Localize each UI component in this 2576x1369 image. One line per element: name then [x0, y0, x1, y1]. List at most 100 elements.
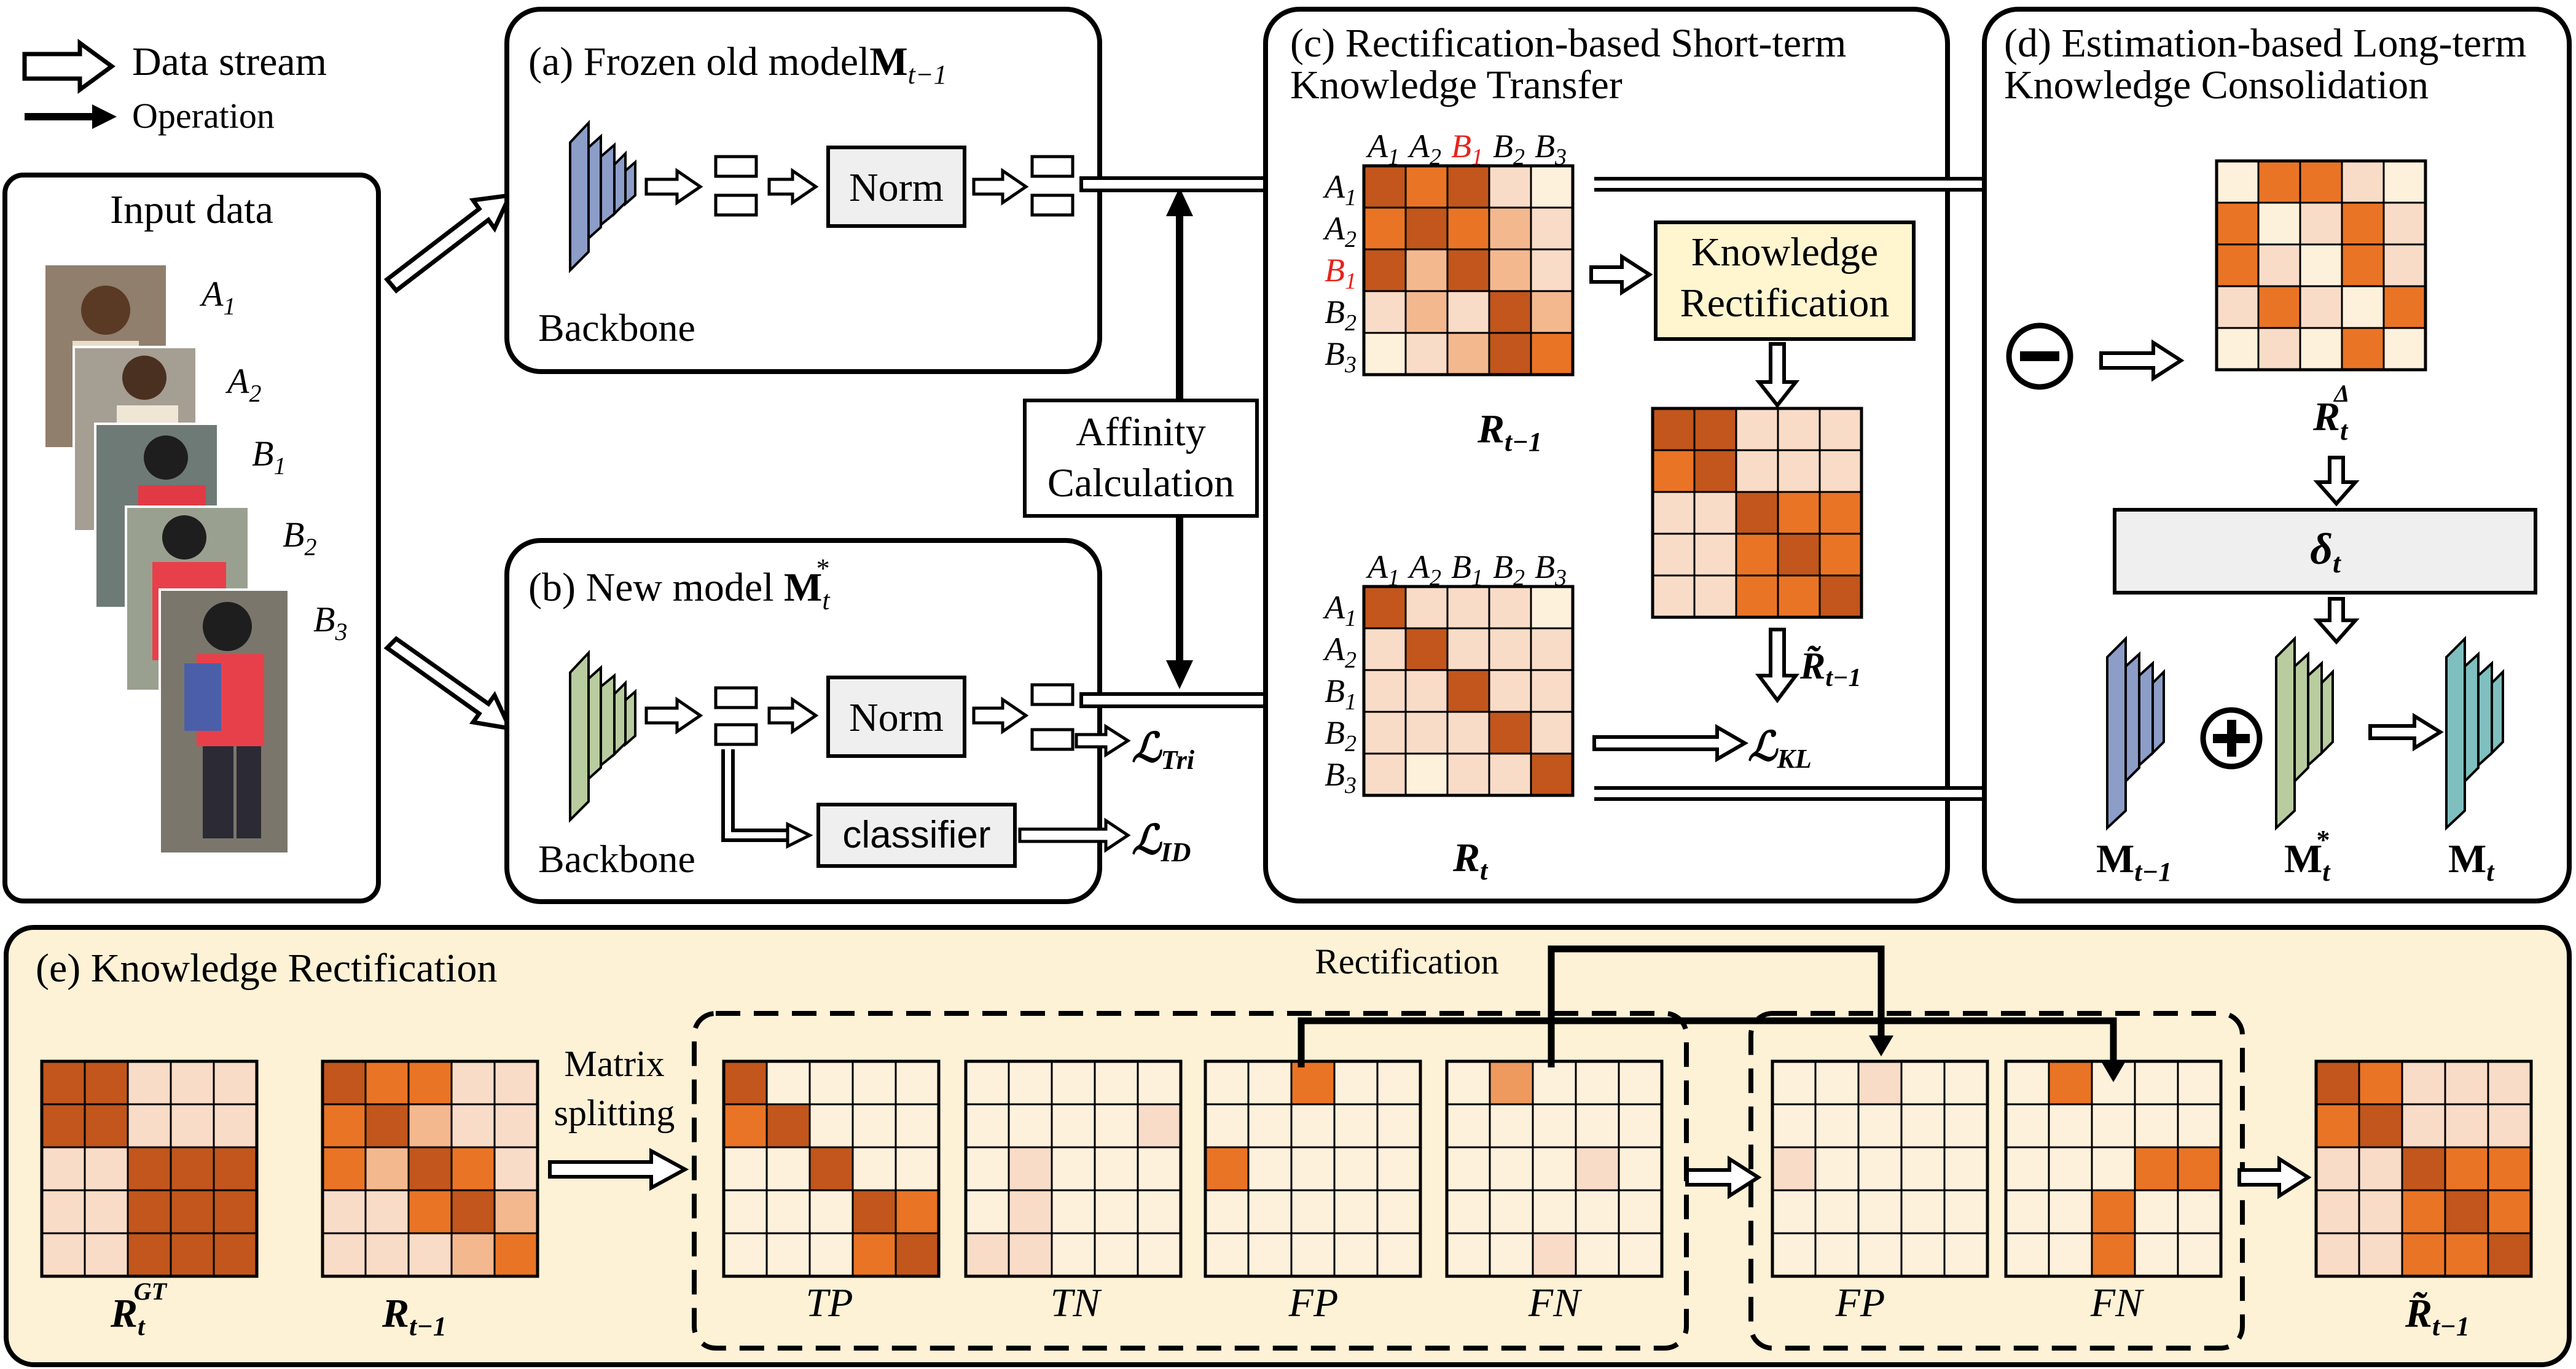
- matrix-cell: [84, 1189, 129, 1234]
- matrix-cell: [1771, 1189, 1817, 1234]
- matrix-cell: [1857, 1189, 1903, 1234]
- matrix-cell: [1008, 1232, 1053, 1277]
- matrix-column-label: B2: [1493, 548, 1525, 591]
- panel-c-title-line2: Knowledge Transfer: [1290, 63, 1623, 107]
- matrix-cell: [1488, 165, 1532, 209]
- matrix-cell: [1575, 1103, 1620, 1149]
- m-prev-label: Mt−1: [2096, 837, 2172, 887]
- matrix-cell: [765, 1232, 811, 1277]
- matrix-cell: [808, 1060, 854, 1106]
- matrix-frame: [2215, 159, 2427, 372]
- stream-arrow-classifier: [786, 821, 813, 849]
- matrix-cell: [1530, 627, 1574, 671]
- matrix-cell: [41, 1232, 86, 1277]
- matrix-cell: [1247, 1103, 1293, 1149]
- matrix-column-label: B3: [1535, 548, 1567, 591]
- matrix-cell: [1446, 1232, 1491, 1277]
- matrix-cell: [1247, 1232, 1293, 1277]
- stream-arrow-a1: [644, 168, 703, 206]
- matrix-row-label: A1: [1323, 168, 1357, 211]
- matrix-cell: [84, 1146, 129, 1192]
- matrix-cell: [407, 1189, 453, 1234]
- matrix-cell: [1530, 332, 1574, 376]
- matrix-row-label: B1: [1325, 673, 1357, 715]
- matrix-cell: [1290, 1189, 1336, 1234]
- matrix-cell: [765, 1060, 811, 1106]
- matrix-cell: [1777, 491, 1821, 535]
- matrix-cell: [1575, 1060, 1620, 1106]
- matrix-cell: [1051, 1060, 1096, 1106]
- matrix-cell: [1532, 1060, 1577, 1106]
- matrix-frame: [1204, 1059, 1422, 1278]
- matrix-cell: [1489, 1060, 1534, 1106]
- matrix-cell: [1051, 1146, 1096, 1192]
- stream-arrow-to-rectified: [1685, 1155, 1762, 1199]
- matrix-cell: [1488, 669, 1532, 713]
- matrix-cell: [1814, 1103, 1860, 1149]
- classifier-box: [816, 803, 1017, 868]
- matrix-column-label: B3: [1535, 128, 1567, 170]
- matrix-cell: [1204, 1189, 1250, 1234]
- affinity-line1: Affinity: [1076, 410, 1205, 454]
- matrix-cell: [2487, 1146, 2532, 1192]
- knowledge-rectification-box[interactable]: [1654, 220, 1916, 341]
- backbone-merged-icon: [2445, 636, 2504, 831]
- matrix-cell: [1693, 491, 1737, 535]
- matrix-cell: [2257, 285, 2301, 329]
- matrix-cell: [2257, 201, 2301, 246]
- matrix-r-tilde-output: [2314, 1059, 2533, 1278]
- matrix-cell: [2134, 1103, 2179, 1149]
- matrix-cell: [407, 1060, 453, 1106]
- matrix-cell: [1204, 1060, 1250, 1106]
- panel-e-title: (e) Knowledge Rectification: [36, 946, 497, 991]
- matrix-cell: [1488, 248, 1532, 292]
- matrix-cell: [1290, 1232, 1336, 1277]
- matrix-cell: [765, 1146, 811, 1192]
- e-prev-label: Rt−1: [382, 1291, 447, 1341]
- matrix-cell: [1446, 290, 1490, 334]
- matrix-cell: [1488, 290, 1532, 334]
- backbone-prev-icon: [2106, 636, 2165, 831]
- matrix-cell: [1446, 332, 1490, 376]
- matrix-column-label: A1: [1366, 128, 1400, 170]
- matrix-cell: [1814, 1232, 1860, 1277]
- matrix-cell: [1857, 1103, 1903, 1149]
- matrix-cell: [2048, 1146, 2093, 1192]
- matrix-cell: [2487, 1103, 2532, 1149]
- matrix-cell: [2005, 1189, 2050, 1234]
- norm-box-a: [826, 146, 966, 228]
- matrix-cell: [213, 1232, 258, 1277]
- matrix-cell: [1008, 1060, 1053, 1106]
- matrix-cell: [1818, 407, 1863, 451]
- matrix-cell: [965, 1189, 1010, 1234]
- matrix-cell: [2444, 1060, 2489, 1106]
- matrix-cell: [1446, 1189, 1491, 1234]
- m-new-label: Mt*: [2284, 825, 2331, 887]
- matrix-cell: [2315, 1103, 2360, 1149]
- stream-arrow-b2: [767, 696, 819, 735]
- matrix-cell: [1488, 752, 1532, 797]
- matrix-cell: [1693, 532, 1737, 577]
- tp-label: TP: [805, 1281, 853, 1325]
- matrix-cell: [321, 1103, 367, 1149]
- matrix-cell: [2177, 1232, 2222, 1277]
- affinity-arrow-up-icon: [1166, 187, 1193, 216]
- matrix-cell: [1900, 1103, 1946, 1149]
- matrix-cell: [127, 1146, 172, 1192]
- matrix-cell: [2382, 285, 2427, 329]
- norm-label-b: Norm: [849, 695, 944, 740]
- matrix-cell: [1008, 1146, 1053, 1192]
- input-label-a2: A2: [225, 361, 261, 407]
- matrix-cell: [2487, 1189, 2532, 1234]
- matrix-cell: [765, 1189, 811, 1234]
- matrix-cell: [1446, 165, 1490, 209]
- rectify-fp-arrowhead-icon: [1869, 1036, 1893, 1056]
- matrix-cell: [2177, 1189, 2222, 1234]
- matrix-cell: [1363, 290, 1407, 334]
- stream-arrow-rt-to-kl: [1592, 724, 1748, 763]
- matrix-cell: [895, 1146, 940, 1192]
- input-label-a1: A1: [199, 274, 235, 320]
- matrix-cell: [1247, 1189, 1293, 1234]
- matrix-cell: [1290, 1103, 1336, 1149]
- matrix-cell: [1333, 1060, 1379, 1106]
